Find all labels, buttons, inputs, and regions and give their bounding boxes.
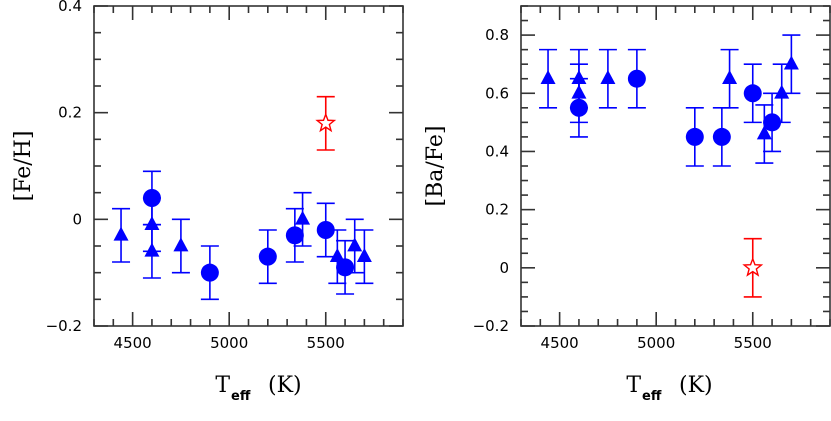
data-point [328,229,347,285]
ba-fe-panel: 4500 5000 5500 −0.2 0 0.2 0.4 0.6 0.8 [Ba/Fe] T … [423,5,831,404]
series-triangle [112,191,374,285]
data-point [355,229,374,285]
circle-marker-icon [336,258,355,277]
data-point [200,245,219,301]
fe-h-panel: 4500 5000 5500 −0.2 0 0.2 0.4 [Fe/H] T eff (K) [11,0,404,404]
triangle-marker-icon [144,242,160,257]
circle-marker-icon [685,127,704,146]
x-label-unit: (K) [679,373,713,398]
ba-fe-y-axis-label: [Ba/Fe] [423,126,448,207]
triangle-marker-icon [571,84,587,99]
data-point [345,218,364,274]
data-point [258,229,277,285]
x-tick-label: 5500 [307,334,345,352]
triangle-marker-icon [329,247,345,262]
circle-marker-icon [743,84,762,103]
series-star [742,237,764,298]
data-point [315,95,337,151]
triangle-marker-icon [356,247,372,262]
data-point [142,223,161,279]
data-point [712,107,731,167]
x-tick-label: 5500 [734,334,772,352]
circle-marker-icon [627,69,646,88]
triangle-marker-icon [774,84,790,99]
fe-h-plot-area: 4500 5000 5500 −0.2 0 0.2 0.4 [46,0,404,352]
data-point [539,48,558,109]
data-point [569,63,588,124]
circle-marker-icon [285,226,304,245]
x-label-main: T [215,373,230,398]
ba-fe-x-axis-label: T eff (K) [626,373,712,404]
data-point [112,207,131,263]
triangle-marker-icon [113,226,129,241]
data-point [171,218,190,274]
plot-frame [520,5,831,327]
x-tick-label: 4500 [114,334,152,352]
data-point [755,104,774,164]
x-tick-label: 4500 [541,334,579,352]
y-tick-label: 0 [72,210,82,228]
y-tick-label: 0.4 [58,0,82,15]
data-point [763,92,782,153]
triangle-marker-icon [600,70,616,85]
series-triangle [539,34,801,164]
y-tick-label: 0.4 [485,142,509,160]
data-point [316,202,335,258]
series-circle [142,170,355,301]
circle-marker-icon [316,221,335,239]
circle-marker-icon [258,247,277,266]
data-point [685,107,704,167]
data-point [720,48,739,109]
triangle-marker-icon [295,210,311,225]
y-tick-label: 0.2 [485,201,509,219]
data-point [598,48,617,109]
circle-marker-icon [712,127,731,146]
data-point [627,48,646,109]
plot-frame [93,5,404,327]
y-tick-label: 0 [499,259,509,277]
x-tick-label: 5000 [637,334,675,352]
circle-marker-icon [200,263,219,282]
circle-marker-icon [763,113,782,132]
triangle-marker-icon [722,70,738,85]
star-marker-icon [742,256,764,277]
data-point [742,237,764,298]
y-tick-label: −0.2 [46,317,82,335]
x-label-main: T [626,373,641,398]
triangle-marker-icon [144,215,160,230]
series-star [315,95,337,151]
data-point [285,207,304,263]
triangle-marker-icon [173,237,189,252]
data-point [743,63,762,124]
data-point [782,34,801,95]
fe-h-x-axis-label: T eff (K) [215,373,301,404]
y-tick-label: 0.2 [58,104,82,122]
x-label-sub: eff [231,389,251,404]
x-label-unit: (K) [268,373,302,398]
star-marker-icon [315,112,337,133]
y-tick-label: 0.6 [485,84,509,102]
triangle-marker-icon [756,125,772,140]
triangle-marker-icon [783,55,799,70]
triangle-marker-icon [540,70,556,85]
fe-h-y-axis-label: [Fe/H] [11,131,36,202]
ba-fe-plot-area: 4500 5000 5500 −0.2 0 0.2 0.4 0.6 0.8 [473,5,831,352]
data-point [336,239,355,295]
y-tick-label: −0.2 [473,317,509,335]
x-label-sub: eff [642,389,662,404]
triangle-marker-icon [347,237,363,252]
data-point [293,191,312,247]
x-tick-label: 5000 [210,334,248,352]
y-tick-label: 0.8 [485,26,509,44]
